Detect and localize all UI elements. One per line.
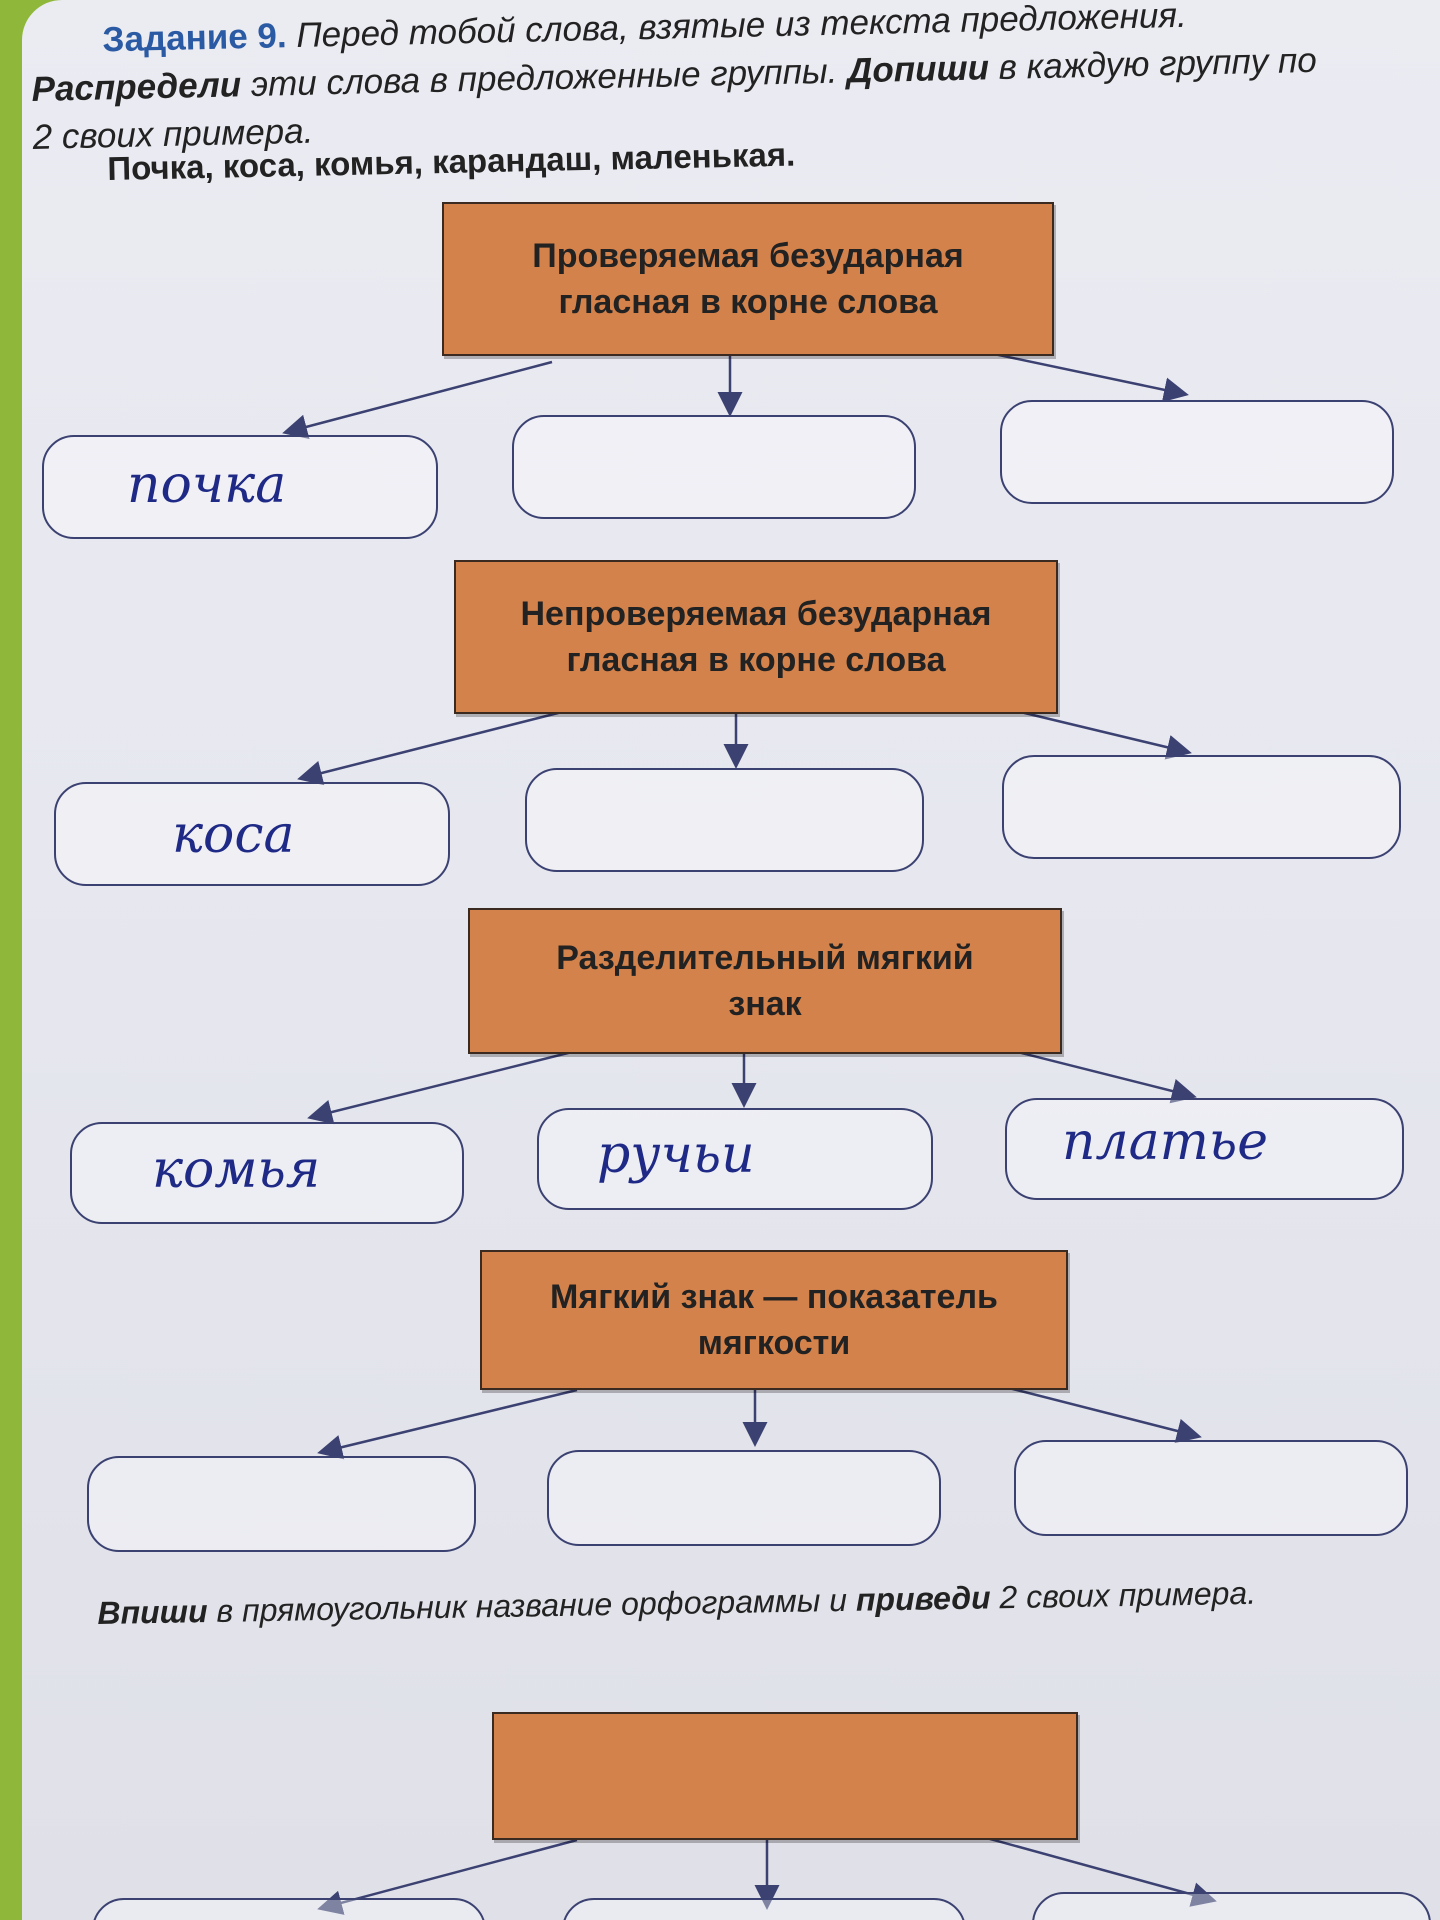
group4-title: Мягкий знак — показатель мягкости	[550, 1278, 998, 1362]
group5-answer-box-2[interactable]	[562, 1898, 966, 1920]
arrow-g5-right	[971, 1832, 1217, 1907]
arrow-g4-left	[317, 1388, 578, 1460]
arrow-g2-left	[297, 710, 563, 786]
group3-answer-box-1[interactable]	[70, 1122, 464, 1224]
group3-answer-2: ручьи	[597, 1125, 755, 1185]
footer-verb-give: приведи	[855, 1579, 991, 1618]
group3-answer-box-2[interactable]	[537, 1108, 933, 1210]
group5-header[interactable]	[492, 1712, 1078, 1840]
arrow-g3-left	[307, 1050, 573, 1125]
group3-answer-1: комья	[152, 1140, 321, 1200]
group4-answer-box-1[interactable]	[87, 1456, 476, 1552]
group1-header: Проверяемая безударная гласная в корне с…	[442, 202, 1054, 356]
group5-answer-box-3[interactable]	[1032, 1892, 1431, 1920]
group1-answer-box-1[interactable]	[42, 435, 438, 539]
group2-answer-box-2[interactable]	[525, 768, 924, 872]
group2-title: Непроверяемая безударная гласная в корне…	[520, 595, 992, 679]
group1-answer-box-3[interactable]	[1000, 400, 1394, 504]
group1-answer-1: почка	[127, 455, 287, 515]
group4-header: Мягкий знак — показатель мягкости	[480, 1250, 1068, 1390]
group2-header: Непроверяемая безударная гласная в корне…	[454, 560, 1058, 714]
footer-mid: в прямоугольник название орфограммы и	[207, 1581, 857, 1630]
group3-title: Разделительный мягкий знак	[556, 939, 974, 1023]
group1-answer-box-2[interactable]	[512, 415, 916, 519]
footer-end: 2 своих примера.	[990, 1574, 1257, 1616]
group2-answer-box-3[interactable]	[1002, 755, 1401, 859]
group2-answer-1: коса	[172, 805, 295, 865]
footer-verb-write: Впиши	[97, 1593, 208, 1631]
arrow-g1-left	[282, 360, 553, 439]
group1-title: Проверяемая безударная гласная в корне с…	[532, 237, 964, 321]
group3-answer-box-3[interactable]	[1005, 1098, 1404, 1200]
group2-answer-box-1[interactable]	[54, 782, 450, 886]
group3-header: Разделительный мягкий знак	[468, 908, 1062, 1054]
group5-answer-box-1[interactable]	[92, 1898, 486, 1920]
workbook-page: Задание 9. Перед тобой слова, взятые из …	[22, 0, 1440, 1920]
group4-answer-box-3[interactable]	[1014, 1440, 1408, 1536]
arrow-g5-left	[317, 1838, 578, 1915]
group4-answer-box-2[interactable]	[547, 1450, 941, 1546]
group3-answer-3: платье	[1062, 1112, 1268, 1172]
